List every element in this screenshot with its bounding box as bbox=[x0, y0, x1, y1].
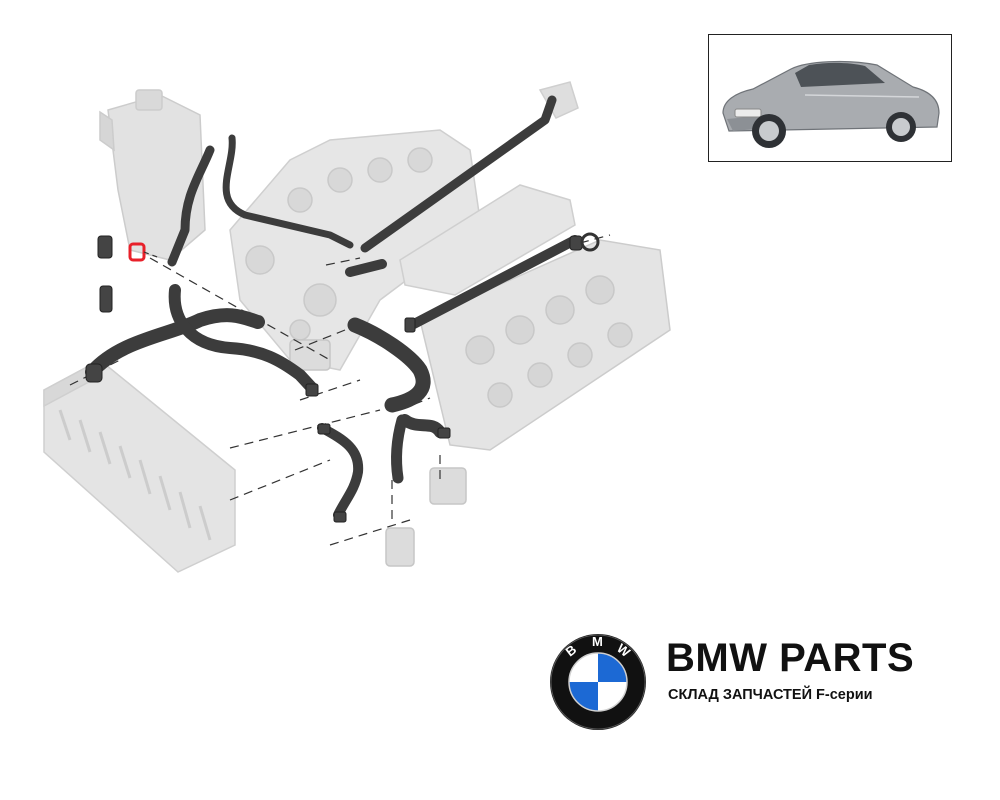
car-thumbnail-frame bbox=[708, 34, 952, 162]
coolant-hoses bbox=[85, 95, 580, 520]
radiator-ghost bbox=[43, 358, 236, 573]
car-thumbnail-icon bbox=[722, 60, 940, 148]
engine-block-ghost bbox=[229, 129, 481, 371]
expansion-tank-ghost bbox=[99, 89, 206, 261]
brand-subtitle: СКЛАД ЗАПЧАСТЕЙ F-серии bbox=[668, 687, 873, 703]
bmw-roundel-icon: B M W bbox=[550, 634, 646, 730]
logo-letter-m: M bbox=[592, 634, 603, 649]
intake-ghost bbox=[399, 81, 579, 296]
brand-block: B M W BMW PARTS СКЛАД ЗАПЧАСТЕЙ F-серии bbox=[548, 632, 968, 732]
highlighted-seal-ring-icon bbox=[128, 242, 161, 262]
brand-title: BMW PARTS bbox=[666, 636, 915, 680]
fittings bbox=[85, 232, 600, 523]
